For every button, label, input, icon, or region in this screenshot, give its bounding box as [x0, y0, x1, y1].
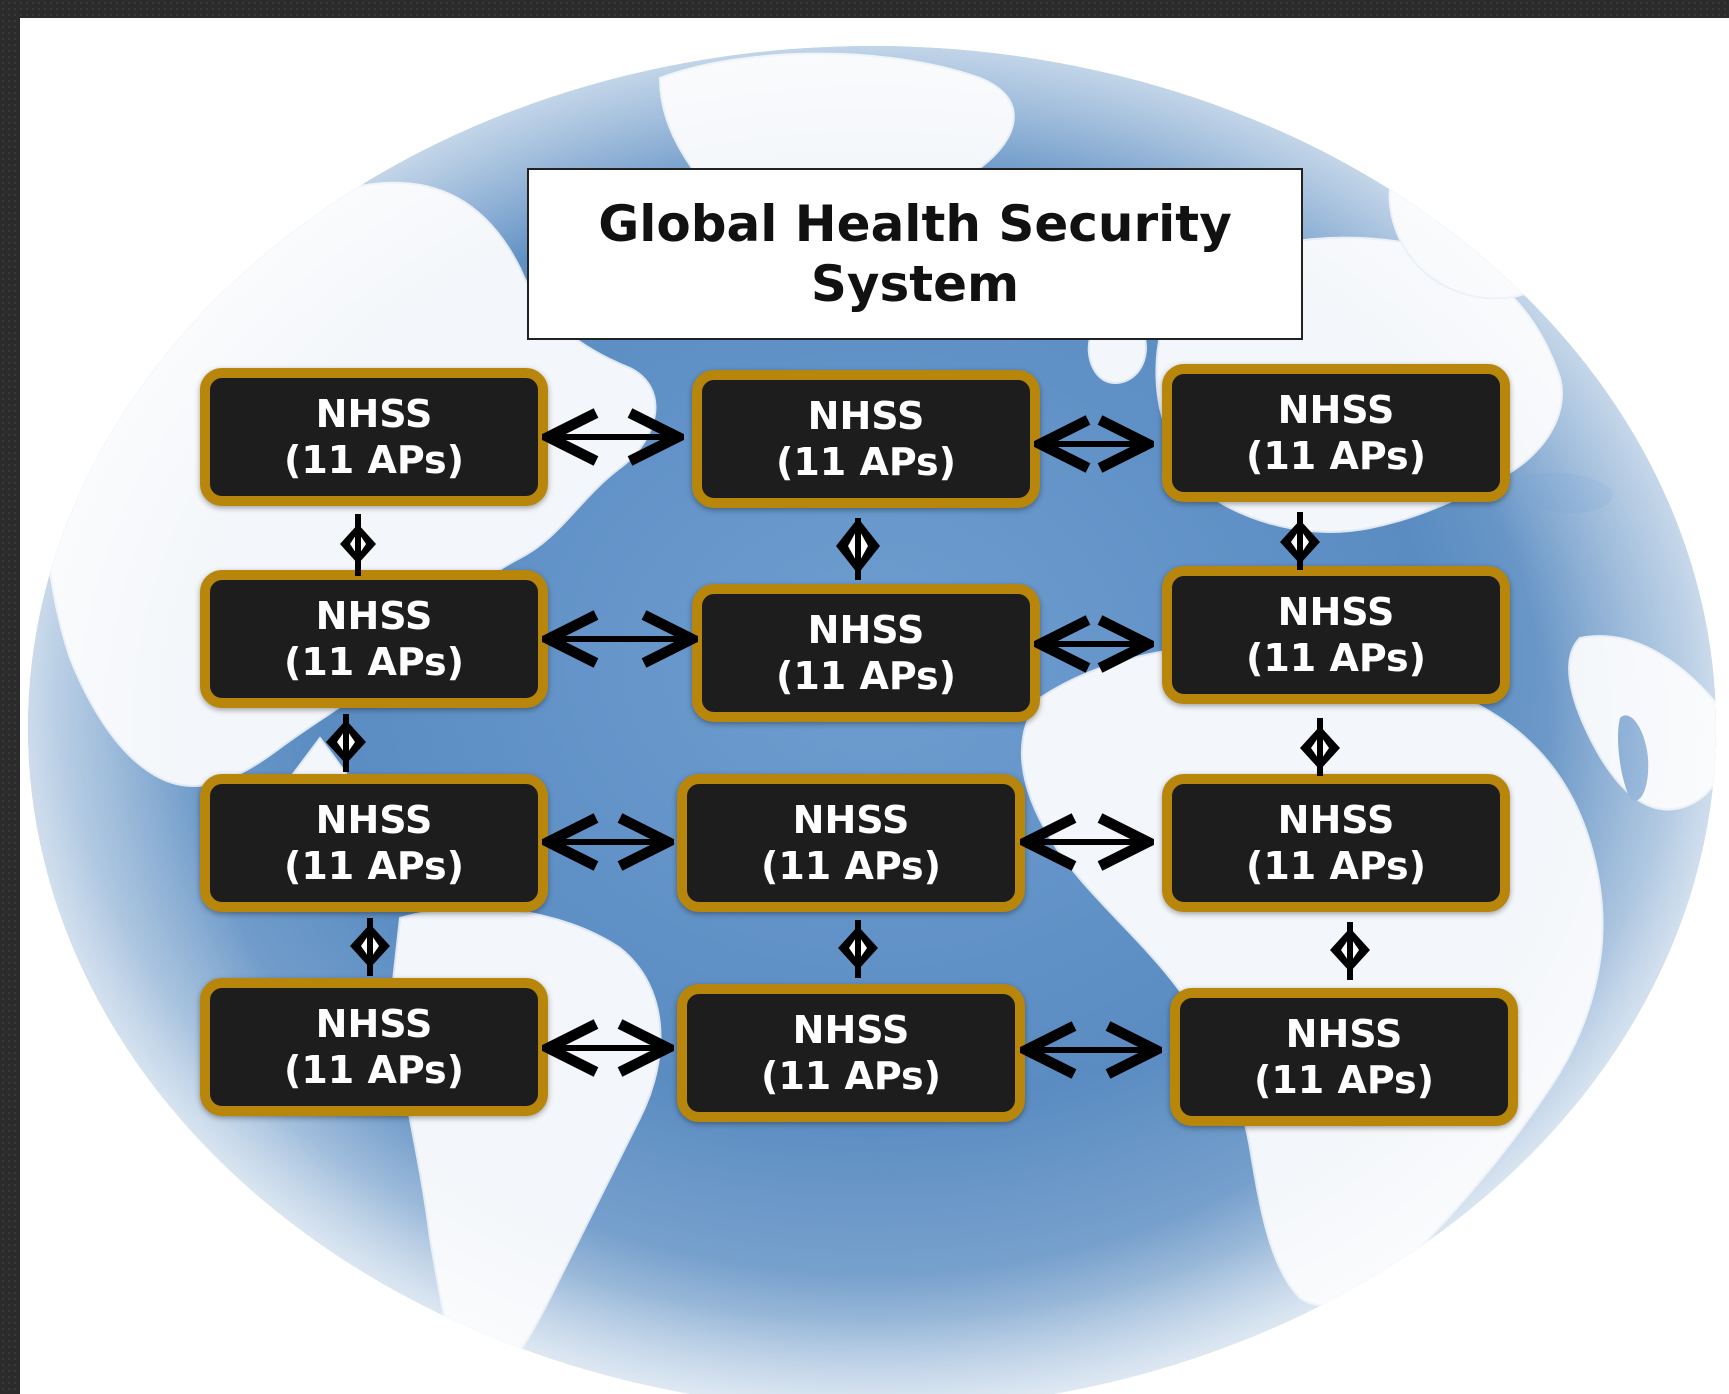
nhss-node-r4-c1: NHSS (11 APs): [200, 978, 548, 1116]
node-name: NHSS: [807, 608, 925, 652]
node-detail: (11 APs): [1253, 1058, 1435, 1102]
node-detail: (11 APs): [283, 438, 465, 482]
node-name: NHSS: [1277, 590, 1395, 634]
node-detail: (11 APs): [775, 654, 957, 698]
node-name: NHSS: [315, 1002, 433, 1046]
nhss-node-r1-c2: NHSS (11 APs): [692, 370, 1040, 508]
nhss-node-r2-c1: NHSS (11 APs): [200, 570, 548, 708]
nhss-node-r1-c1: NHSS (11 APs): [200, 368, 548, 506]
diagram-title-line-2: System: [810, 255, 1020, 313]
node-name: NHSS: [1277, 798, 1395, 842]
node-name: NHSS: [807, 394, 925, 438]
node-detail: (11 APs): [283, 844, 465, 888]
nhss-node-r1-c3: NHSS (11 APs): [1162, 364, 1510, 502]
slide-canvas: Global Health Security System NHSS (11 A…: [20, 18, 1729, 1394]
node-detail: (11 APs): [1245, 434, 1427, 478]
node-detail: (11 APs): [760, 1054, 942, 1098]
node-name: NHSS: [792, 1008, 910, 1052]
node-name: NHSS: [792, 798, 910, 842]
node-detail: (11 APs): [760, 844, 942, 888]
node-detail: (11 APs): [775, 440, 957, 484]
node-name: NHSS: [315, 798, 433, 842]
node-detail: (11 APs): [283, 640, 465, 684]
node-detail: (11 APs): [1245, 636, 1427, 680]
diagram-title-box: Global Health Security System: [527, 168, 1303, 340]
node-name: NHSS: [315, 594, 433, 638]
nhss-node-r3-c2: NHSS (11 APs): [677, 774, 1025, 912]
nhss-node-r3-c1: NHSS (11 APs): [200, 774, 548, 912]
nhss-node-r4-c3: NHSS (11 APs): [1170, 988, 1518, 1126]
node-detail: (11 APs): [283, 1048, 465, 1092]
node-name: NHSS: [315, 392, 433, 436]
node-name: NHSS: [1285, 1012, 1403, 1056]
nhss-node-r4-c2: NHSS (11 APs): [677, 984, 1025, 1122]
nhss-node-r3-c3: NHSS (11 APs): [1162, 774, 1510, 912]
diagram-title-line-1: Global Health Security: [598, 195, 1232, 253]
node-detail: (11 APs): [1245, 844, 1427, 888]
nhss-node-r2-c3: NHSS (11 APs): [1162, 566, 1510, 704]
nhss-node-r2-c2: NHSS (11 APs): [692, 584, 1040, 722]
node-name: NHSS: [1277, 388, 1395, 432]
